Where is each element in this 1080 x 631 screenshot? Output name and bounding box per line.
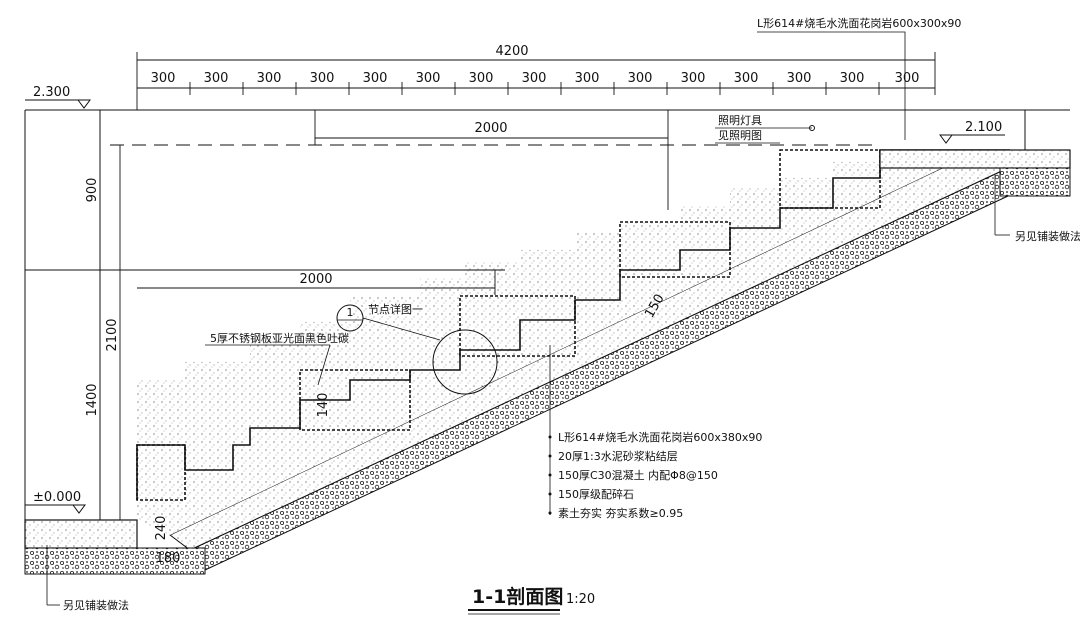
ground-paving-left [24,519,138,549]
svg-text:300: 300 [734,71,759,86]
stair-concrete-fill [137,150,980,535]
dim-upper-2000: 2000 [474,121,507,136]
drawing-title: 1-1剖面图 [472,585,563,608]
see-paving-bottom: 另见铺装做法 [63,598,129,612]
lighting-note: 照明灯具 [718,114,762,127]
ground-gravel-left [24,547,206,575]
svg-text:300: 300 [469,71,494,86]
svg-text:300: 300 [628,71,653,86]
svg-text:300: 300 [787,71,812,86]
detail-circle [432,329,498,395]
drawing-scale: 1:20 [566,592,595,607]
dim-180: 180 [156,551,181,566]
reference-lines [24,109,1070,520]
leader-lines [46,31,1010,606]
level-markers [25,99,1005,514]
level-0000: ±0.000 [33,490,81,505]
level-2100: 2.100 [965,120,1002,135]
dim-240: 240 [154,516,169,541]
top-dimension-chain [136,52,936,110]
svg-text:300: 300 [363,71,388,86]
svg-text:300: 300 [310,71,335,86]
svg-text:300: 300 [522,71,547,86]
svg-text:300: 300 [681,71,706,86]
dim-total: 4200 [495,44,528,59]
span-dims [137,110,669,295]
top-cap-note: L形614#烧毛水洗面花岗岩600x300x90 [757,16,961,30]
layer-list: L形614#烧毛水洗面花岗岩600x380x90 20厚1:3水泥砂浆粘结层 1… [558,430,762,520]
svg-text:150厚级配碎石: 150厚级配碎石 [558,487,634,501]
svg-text:素土夯实 夯实系数≥0.95: 素土夯实 夯实系数≥0.95 [558,506,683,520]
stair-profile [136,149,1010,500]
detail-number: 1 [347,306,354,319]
dim-2100: 2100 [105,318,120,351]
stainless-note: 5厚不锈钢板亚光面黑色吐碳 [210,331,349,345]
svg-text:L形614#烧毛水洗面花岗岩600x380x90: L形614#烧毛水洗面花岗岩600x380x90 [558,430,762,444]
dim-lower-2000: 2000 [299,272,332,287]
ground-paving-right [879,149,1071,169]
level-2300: 2.300 [33,85,70,100]
ground-gravel-right [999,167,1071,197]
see-lighting-note: 见照明图 [718,129,762,142]
dim-140: 140 [316,393,331,418]
dim-900: 900 [85,178,100,203]
stair-treads [136,149,881,501]
detail-callout: 节点详图一 [368,302,423,316]
svg-text:300: 300 [840,71,865,86]
svg-text:300: 300 [204,71,229,86]
svg-text:300: 300 [895,71,920,86]
dim-1400: 1400 [85,383,100,416]
svg-text:150厚C30混凝土 内配Φ8@150: 150厚C30混凝土 内配Φ8@150 [558,468,718,482]
see-paving-right: 另见铺装做法 [1015,229,1080,243]
svg-text:300: 300 [575,71,600,86]
step-dims: 300 300 300 300 300 300 300 300 300 300 … [151,71,920,86]
svg-text:20厚1:3水泥砂浆粘结层: 20厚1:3水泥砂浆粘结层 [558,449,678,463]
svg-text:300: 300 [416,71,441,86]
svg-text:300: 300 [151,71,176,86]
svg-text:300: 300 [257,71,282,86]
